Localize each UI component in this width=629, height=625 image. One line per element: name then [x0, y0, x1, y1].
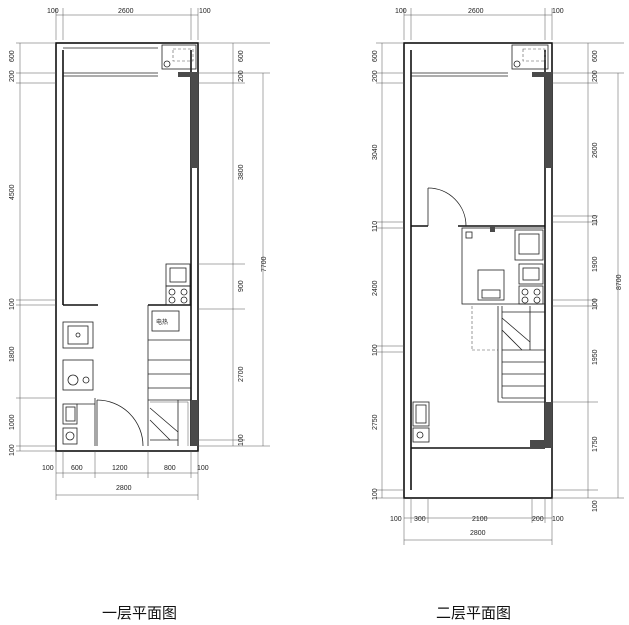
cabinet	[412, 401, 430, 427]
dim-label: 600	[592, 50, 599, 62]
dim-label: 1750	[592, 436, 599, 452]
first-floor-bottom-dimensions: 100 600 1200 800 100 2800	[42, 451, 209, 500]
toilet	[477, 269, 505, 301]
dim-label: 2800	[116, 485, 132, 492]
shelf	[412, 427, 430, 443]
dim-label: 200	[592, 70, 599, 82]
dim-label: 100	[372, 488, 379, 500]
dim-label: 1000	[9, 414, 16, 430]
dim-label: 4500	[9, 184, 16, 200]
wall-column	[545, 72, 552, 168]
dim-label: 2600	[118, 8, 134, 15]
second-floor-left-dimensions: 600 200 3040 110 2400 100 2750 100	[372, 42, 404, 500]
room-label: 电热	[156, 318, 168, 326]
dim-label: 100	[395, 8, 407, 15]
dim-label: 100	[592, 500, 599, 512]
first-floor-left-dimensions: 600 200 4500 100 1800 1000 100	[9, 42, 56, 456]
dim-label: 3040	[372, 144, 379, 160]
dim-label: 600	[9, 50, 16, 62]
dim-label: 100	[9, 298, 16, 310]
dim-label: 100	[372, 344, 379, 356]
dim-label: 1950	[592, 349, 599, 365]
dim-label: 200	[532, 516, 544, 523]
appliance	[518, 263, 544, 285]
dim-label: 100	[390, 516, 402, 523]
bathroom	[461, 227, 546, 305]
second-floor-caption: 二层平面图	[436, 604, 511, 622]
wall-column	[191, 72, 198, 168]
dim-label: 1800	[9, 346, 16, 362]
dim-label: 110	[372, 221, 379, 232]
first-floor-top-dimensions: 100 2600 100	[47, 8, 211, 40]
first-floor-plan: 100 2600 100 电热	[9, 8, 270, 622]
second-floor-top-dimensions: 100 2600 100	[395, 8, 564, 40]
toilet	[62, 427, 78, 445]
dim-label: 300	[414, 516, 426, 523]
first-floor-right-dimensions: 600 200 3800 900 2700 100 7700	[198, 42, 270, 447]
flue-box	[511, 44, 549, 70]
dim-label: 200	[9, 70, 16, 82]
dim-label: 3800	[238, 164, 245, 180]
dim-label: 2600	[592, 142, 599, 158]
dim-label: 100	[42, 465, 54, 472]
second-floor-bottom-dimensions: 100 300 2100 200 100 2800	[390, 498, 564, 545]
first-floor-caption: 一层平面图	[102, 604, 177, 622]
dim-label: 800	[164, 465, 176, 472]
flue-box	[161, 44, 197, 70]
storage-box	[151, 310, 180, 332]
dim-label: 2400	[372, 280, 379, 296]
wash-basin	[514, 229, 544, 261]
dim-label: 100	[592, 298, 599, 310]
dim-label: 1900	[592, 256, 599, 272]
dim-label: 600	[238, 50, 245, 62]
dim-label: 100	[197, 465, 209, 472]
dim-label: 2600	[468, 8, 484, 15]
dim-label: 100	[552, 516, 564, 523]
dim-label: 1200	[112, 465, 128, 472]
cabinet	[62, 403, 78, 425]
dim-label: 900	[238, 280, 245, 292]
sink	[62, 321, 94, 349]
second-floor-right-dimensions: 600 200 2600 110 1900 100 1950 1750 100 …	[552, 42, 624, 512]
second-floor-stairs	[471, 306, 545, 403]
dim-label: 100	[9, 444, 16, 456]
first-floor-stairs	[148, 339, 191, 446]
dim-label: 100	[552, 8, 564, 15]
dim-label: 2750	[372, 414, 379, 430]
wall-column	[545, 402, 552, 448]
dim-label: 8700	[616, 274, 623, 290]
dim-label: 600	[372, 50, 379, 62]
dim-label: 2100	[472, 516, 488, 523]
dim-label: 200	[372, 70, 379, 82]
dim-label: 100	[199, 8, 211, 15]
second-floor-outer-wall	[403, 42, 553, 499]
cooktop	[518, 285, 544, 305]
dim-label: 600	[71, 465, 83, 472]
dim-label: 110	[592, 215, 599, 226]
dim-label: 200	[238, 70, 245, 82]
dim-label: 2800	[470, 530, 486, 537]
dim-label: 7700	[261, 256, 268, 272]
wall-column	[191, 400, 198, 446]
dim-label: 100	[238, 434, 245, 446]
cooktop	[165, 285, 191, 306]
dim-label: 100	[47, 8, 59, 15]
dim-label: 2700	[238, 366, 245, 382]
first-floor-outer-wall	[55, 42, 199, 452]
washing-machine	[62, 359, 94, 391]
second-floor-plan: 100 2600 100	[372, 8, 624, 622]
